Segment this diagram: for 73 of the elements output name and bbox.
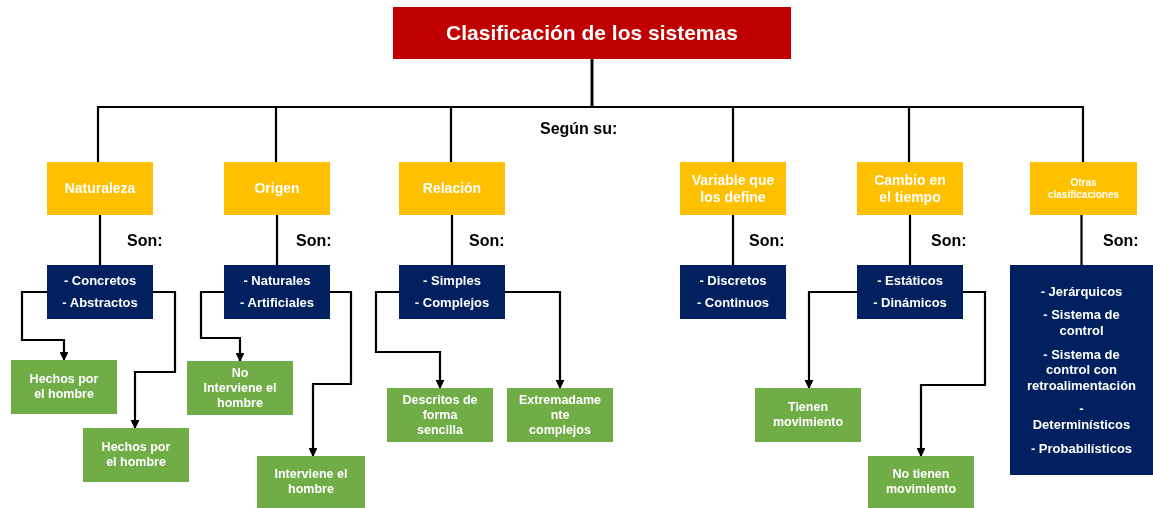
arrow [199,290,245,362]
arrow [916,290,987,457]
box-text: - Sistema de control [1042,307,1121,339]
category-box [857,162,963,215]
arrow [130,290,177,429]
box-text: Extremadame nte complejos [519,392,601,438]
box-text: - Estáticos [877,273,943,289]
list-box [680,265,786,319]
arrow [505,290,565,389]
category-box [47,162,153,215]
box-text: Interviene el hombre [273,467,349,497]
category-box [1030,162,1137,215]
result-box [257,456,365,508]
list-box [47,265,153,319]
box-text: Hechos por el hombre [28,372,100,402]
box-text: Hechos por el hombre [100,440,172,470]
box-text: - Continuos [696,295,770,311]
box-text: - Abstractos [62,295,138,311]
connector-line [731,215,735,265]
arrow [20,290,69,361]
box-text: - Concretos [63,273,137,289]
box-text: No tienen movimiento [884,467,958,497]
box-text: - Artificiales [240,295,314,311]
box-text: Tienen movimiento [771,400,845,430]
box-text: Variable que los define [690,171,776,206]
note-label: Son: [469,232,505,250]
note-label: Son: [931,232,967,250]
connector-line [590,59,1085,162]
box-text: Naturaleza [64,180,136,197]
title-box [393,7,791,59]
note-label: Son: [127,232,163,250]
result-box [187,361,293,415]
arrow [308,290,353,457]
note-label: Son: [749,232,785,250]
category-box [399,162,505,215]
box-text: - Probabilísticos [1030,440,1133,457]
box-text: - Discretos [699,273,767,289]
category-box [224,162,330,215]
connector-line [98,215,102,265]
arrow [374,290,445,389]
list-box [224,265,330,319]
box-text: - Determinísticos [1031,401,1132,433]
list-box [399,265,505,319]
note-label: Son: [1103,232,1139,250]
connector-line [275,215,279,265]
result-box [387,388,493,442]
category-box [680,162,786,215]
list-box [857,265,963,319]
box-text: - Naturales [243,273,311,289]
box-text: - Sistema de control con retroalimentación [1026,346,1137,394]
box-text: Descritos de forma sencilla [401,392,479,438]
result-box [11,360,117,414]
list-box [1010,265,1153,475]
box-text: Cambio en el tiempo [873,171,947,206]
box-text: - Complejos [414,295,490,311]
box-text: - Jerárquicos [1040,283,1123,300]
box-text: No Interviene el hombre [202,365,278,411]
result-box [83,428,189,482]
box-text: - Simples [423,273,481,289]
arrow [804,290,857,389]
box-text: Relación [422,180,482,197]
connector-line [908,215,912,265]
box-text: Origen [254,180,300,197]
result-box [868,456,974,508]
result-box [507,388,613,442]
connector-line [450,215,454,265]
connector-line [1080,215,1083,265]
box-text: Clasificación de los sistemas [446,20,738,46]
box-text: Otras clasificaciones [1047,176,1120,201]
box-text: - Dinámicos [873,295,947,311]
note-label: Son: [296,232,332,250]
note-label: Según su: [540,120,618,138]
result-box [755,388,861,442]
